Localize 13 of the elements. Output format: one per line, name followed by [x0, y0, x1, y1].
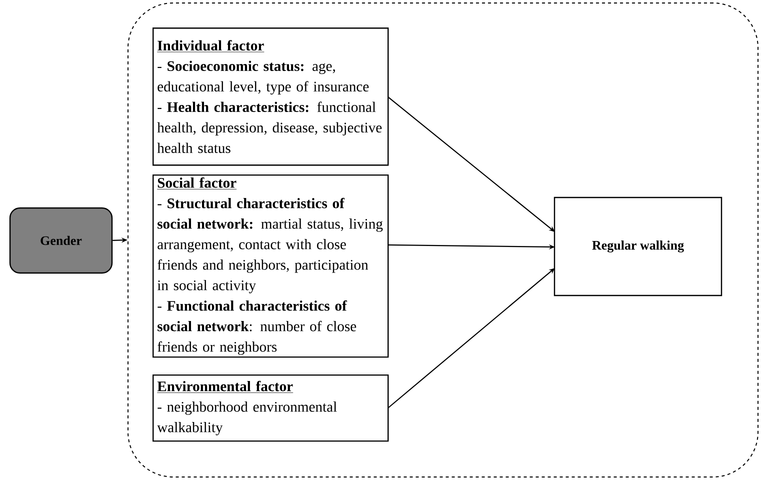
list-item: - neighborhood environmental walkability: [157, 402, 337, 436]
box-heading: Environmental factor: [156, 380, 294, 393]
box-heading: Social factor: [156, 177, 237, 190]
factor-box: [152, 28, 389, 166]
dashed-boundary: [128, 2, 758, 478]
factor-box: [152, 174, 389, 358]
factor-box: [152, 374, 389, 442]
rounded-box: Gender: [9, 207, 113, 274]
list-item: - Functional characteristics of social network: number of close friends or neighbors: [158, 300, 356, 355]
list-item: - Health characteristics: functional health, depression, disease, subjective health status: [157, 102, 382, 154]
outcome-box: Regular walking: [554, 196, 722, 296]
box-heading: Individual factor: [156, 40, 264, 52]
list-item: - Structural characteristics of social network: martial status, living arrangement, contact with close friends and neighbors, participation in social activity: [157, 198, 383, 294]
